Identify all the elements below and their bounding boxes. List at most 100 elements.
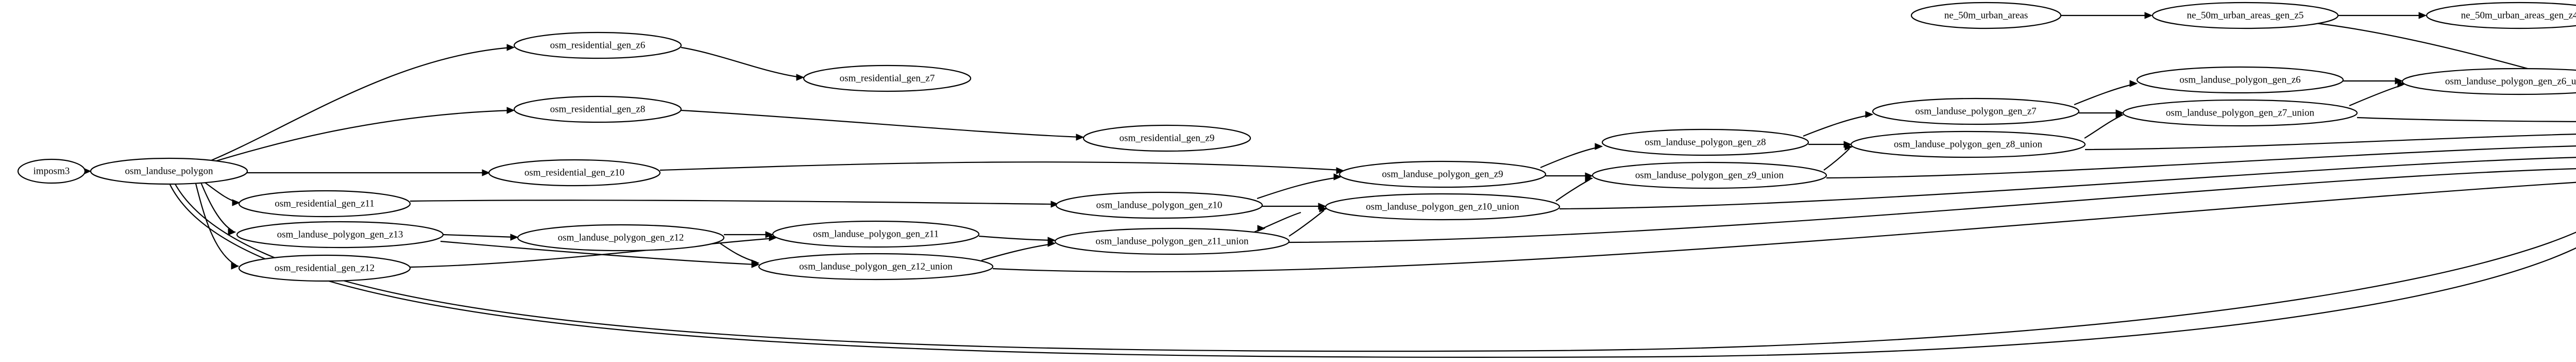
node-osm_landuse_polygon_gen_z9[interactable]: osm_landuse_polygon_gen_z9 [1338,160,1547,188]
edge-osm_landuse_polygon-to-layer_landuse_z14 [170,184,2576,358]
node-shape[interactable] [1338,160,1547,188]
node-shape[interactable] [2151,2,2339,29]
node-shape[interactable] [2122,99,2358,127]
node-shape[interactable] [488,159,661,187]
arrow-head-icon [2397,80,2406,88]
node-shape[interactable] [1850,130,2086,158]
node-osm_residential_gen_z7[interactable]: osm_residential_gen_z7 [803,64,972,92]
node-label: osm_landuse_polygon_gen_z10 [1096,200,1223,210]
edge-line [981,243,1053,261]
node-osm_landuse_polygon_gen_z7_union[interactable]: osm_landuse_polygon_gen_z7_union [2122,99,2358,127]
node-shape[interactable] [1055,191,1263,219]
node-shape[interactable] [803,64,972,92]
edge-line [1823,148,1850,171]
node-osm_landuse_polygon_gen_z12_union[interactable]: osm_landuse_polygon_gen_z12_union [758,253,994,281]
node-shape[interactable] [238,190,411,218]
edge-line [175,184,2576,352]
node-shape[interactable] [1910,2,2062,29]
edge-osm_landuse_polygon_gen_z12_union-to-layer_landuse_z12 [992,182,2576,273]
node-osm_landuse_polygon_gen_z10_union[interactable]: osm_landuse_polygon_gen_z10_union [1325,193,1561,221]
arrow-head-icon [510,234,519,241]
node-osm_landuse_polygon_gen_z8_union[interactable]: osm_landuse_polygon_gen_z8_union [1850,130,2086,158]
node-osm_residential_gen_z8[interactable]: osm_residential_gen_z8 [513,95,682,123]
edge-osm_landuse_polygon_gen_z8_union-to-osm_landuse_polygon_gen_z7_union [2084,111,2124,139]
node-shape[interactable] [236,221,444,249]
node-osm_landuse_polygon_gen_z6_union[interactable]: osm_landuse_polygon_gen_z6_union [2401,68,2576,95]
node-label: osm_landuse_polygon_gen_z12 [558,232,684,243]
edge-line [2315,22,2576,83]
arrow-head-icon [2418,12,2427,19]
node-osm_residential_gen_z6[interactable]: osm_residential_gen_z6 [513,31,682,59]
arrow-head-icon [1595,143,1603,150]
node-shape[interactable] [17,158,86,184]
node-ne_50m_urban_areas[interactable]: ne_50m_urban_areas [1910,2,2062,29]
edge-line [1289,210,1325,237]
node-shape[interactable] [2136,66,2344,94]
node-osm_landuse_polygon_gen_z11[interactable]: osm_landuse_polygon_gen_z11 [772,220,980,248]
node-osm_landuse_polygon_gen_z6[interactable]: osm_landuse_polygon_gen_z6 [2136,66,2344,94]
node-label: ne_50m_urban_areas [1944,10,2028,21]
node-shape[interactable] [90,157,248,185]
node-osm_landuse_polygon_gen_z12[interactable]: osm_landuse_polygon_gen_z12 [517,224,725,252]
edge-line [170,184,2576,358]
node-osm_landuse_polygon_gen_z9_union[interactable]: osm_landuse_polygon_gen_z9_union [1591,161,1827,189]
edge-line [440,240,757,266]
node-shape[interactable] [1325,193,1561,221]
edge-osm_landuse_polygon-to-osm_residential_gen_z10 [237,169,490,176]
arrow-head-icon [769,234,777,241]
arrow-head-icon [2144,12,2153,19]
node-osm_residential_gen_z12[interactable]: osm_residential_gen_z12 [238,254,411,282]
node-osm_residential_gen_z11[interactable]: osm_residential_gen_z11 [238,190,411,218]
node-shape[interactable] [238,254,411,282]
arrow-head-icon [1865,111,1874,118]
edge-line [992,182,2576,273]
node-shape[interactable] [1082,124,1251,152]
node-shape[interactable] [513,31,682,59]
node-shape[interactable] [1601,128,1809,156]
node-label: osm_landuse_polygon_gen_z12_union [799,261,953,272]
node-label: osm_landuse_polygon_gen_z9_union [1635,170,1784,180]
edge-osm_landuse_polygon_gen_z9_union-to-osm_landuse_polygon_gen_z8_union [1823,143,1853,171]
node-imposm3[interactable]: imposm3 [17,158,86,184]
node-osm_landuse_polygon_gen_z11_union[interactable]: osm_landuse_polygon_gen_z11_union [1054,227,1290,255]
node-shape[interactable] [517,224,725,252]
node-shape[interactable] [772,220,980,248]
edge-osm_landuse_polygon_gen_z13-to-osm_landuse_polygon_gen_z12 [443,234,519,241]
node-label: ne_50m_urban_areas_gen_z5 [2187,10,2304,21]
edge-osm_landuse_polygon_gen_z11_union-to-osm_landuse_polygon_gen_z10 [1251,211,1301,234]
node-osm_residential_gen_z10[interactable]: osm_residential_gen_z10 [488,159,661,187]
node-osm_landuse_polygon[interactable]: osm_landuse_polygon [90,157,248,185]
node-label: osm_residential_gen_z10 [524,167,624,178]
node-osm_residential_gen_z9[interactable]: osm_residential_gen_z9 [1082,124,1251,152]
node-label: osm_landuse_polygon_gen_z8 [1645,137,1766,147]
edge-osm_landuse_polygon_gen_z12-to-osm_landuse_polygon_gen_z11 [723,231,774,238]
edge-osm_landuse_polygon-to-osm_residential_gen_z6 [205,44,515,164]
node-osm_landuse_polygon_gen_z8[interactable]: osm_landuse_polygon_gen_z8 [1601,128,1809,156]
node-shape[interactable] [1591,161,1827,189]
node-osm_landuse_polygon_gen_z13[interactable]: osm_landuse_polygon_gen_z13 [236,221,444,249]
node-shape[interactable] [513,95,682,123]
node-osm_landuse_polygon_gen_z10[interactable]: osm_landuse_polygon_gen_z10 [1055,191,1263,219]
node-label: ne_50m_urban_areas_gen_z4 [2461,10,2576,21]
edge-osm_residential_gen_z8-to-osm_residential_gen_z9 [681,109,1084,141]
arrow-head-icon [1076,134,1084,141]
arrow-head-icon [1050,201,1059,208]
edge-line [2349,84,2403,107]
arrow-head-icon [506,107,515,114]
node-ne_50m_urban_areas_gen_z5[interactable]: ne_50m_urban_areas_gen_z5 [2151,2,2339,29]
node-shape[interactable] [2426,2,2576,29]
edges-layer [83,12,2576,358]
arrow-head-icon [506,44,515,51]
node-shape[interactable] [1054,227,1290,255]
edge-osm_residential_gen_z6-to-osm_residential_gen_z7 [681,46,805,81]
arrow-head-icon [228,228,236,236]
node-ne_50m_urban_areas_gen_z4[interactable]: ne_50m_urban_areas_gen_z4 [2426,2,2576,29]
node-shape[interactable] [1872,97,2080,125]
node-osm_landuse_polygon_gen_z7[interactable]: osm_landuse_polygon_gen_z7 [1872,97,2080,125]
edge-line [1289,168,2576,243]
arrow-head-icon [1333,173,1342,180]
node-shape[interactable] [758,253,994,281]
node-shape[interactable] [2401,68,2576,95]
